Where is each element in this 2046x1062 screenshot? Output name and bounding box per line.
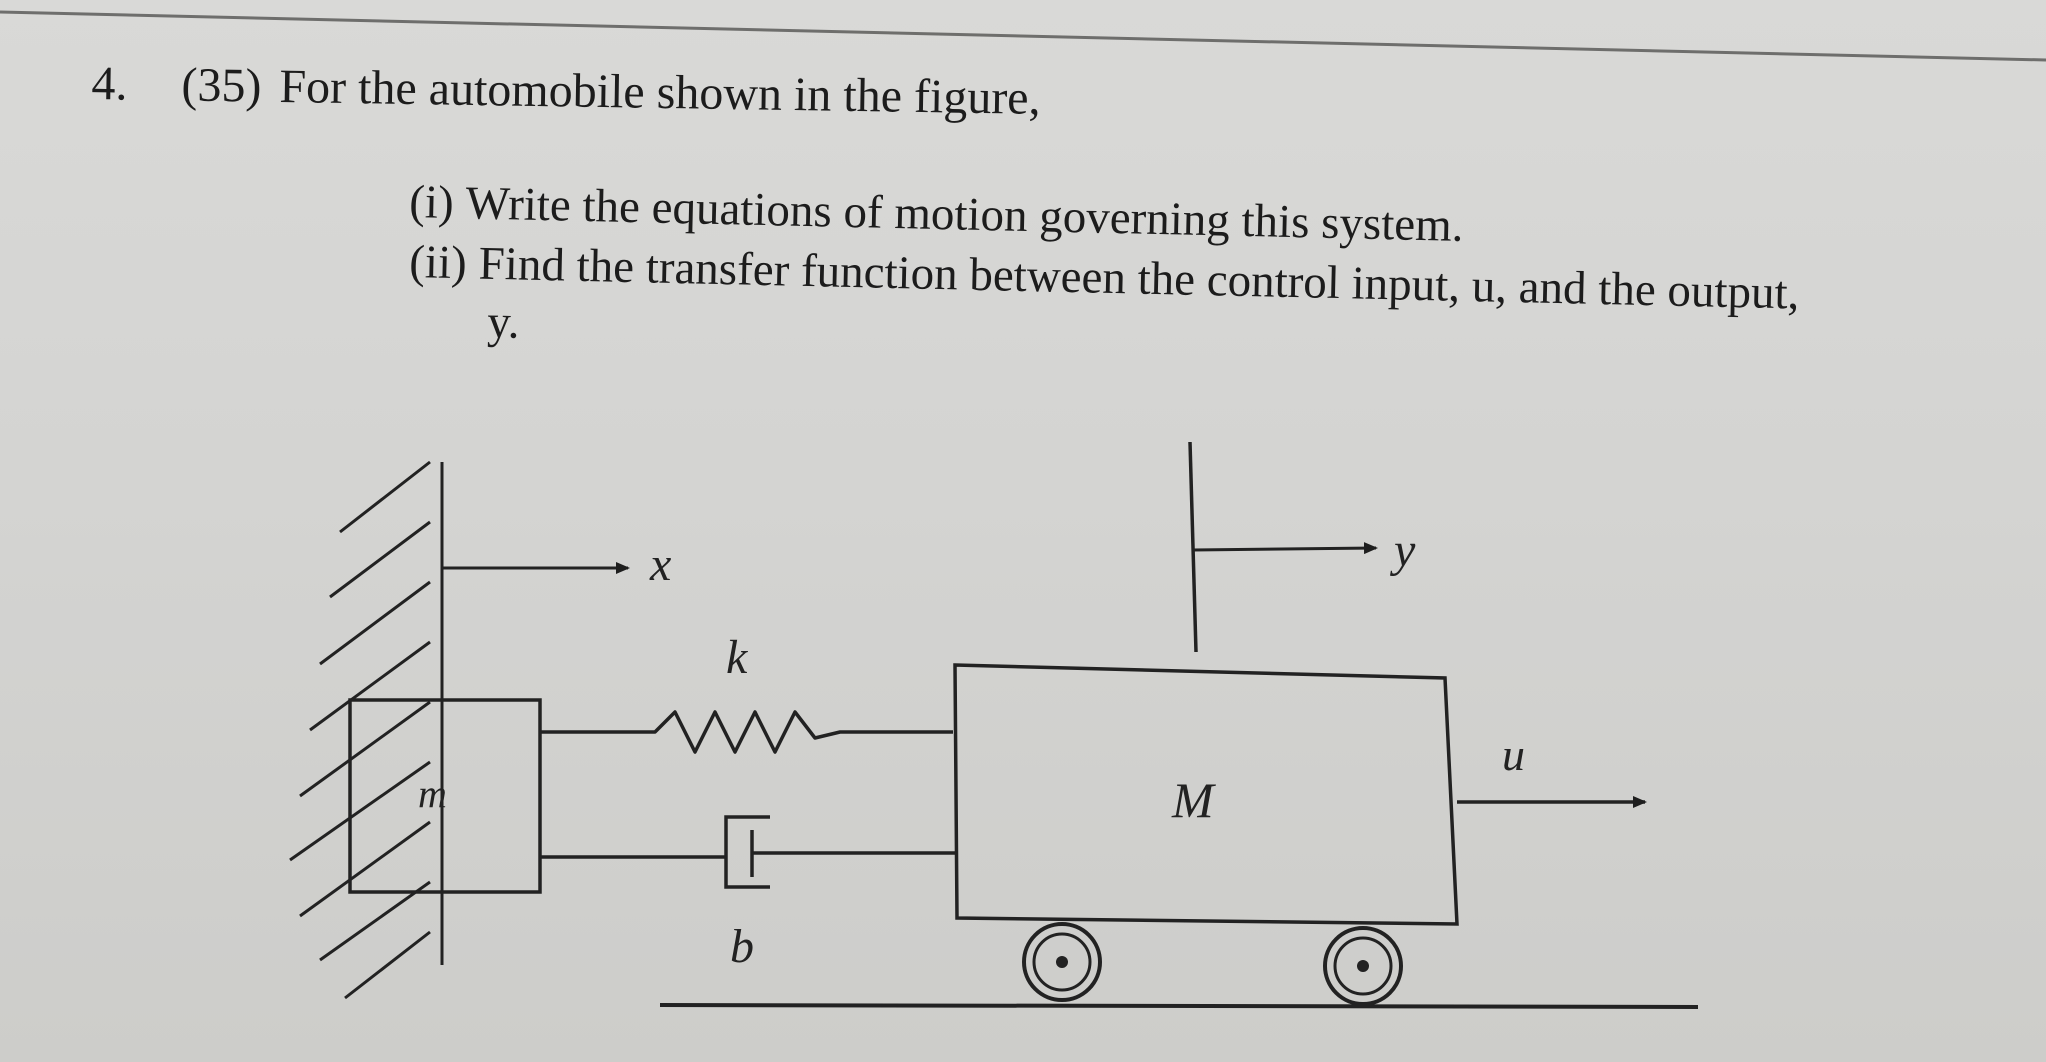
rear-wheel [1323, 926, 1403, 1006]
spring-k [540, 710, 953, 754]
x-label: x [649, 538, 671, 591]
y-displacement-arrow [1188, 441, 1378, 653]
small-mass-label: m [418, 771, 447, 816]
large-mass-block [953, 663, 1459, 926]
small-mass-block [348, 698, 542, 894]
damper-b-label: b [730, 920, 754, 973]
paper-top-edge [0, 10, 2046, 62]
damper-b [540, 815, 955, 889]
large-mass-label: M [1171, 772, 1216, 828]
control-input-label: u [1502, 729, 1525, 780]
fixed-wall [289, 460, 444, 1000]
spring-k-label: k [726, 631, 749, 684]
front-wheel [1022, 922, 1102, 1002]
y-label: y [1389, 524, 1416, 577]
ground-line [659, 1003, 1699, 1009]
